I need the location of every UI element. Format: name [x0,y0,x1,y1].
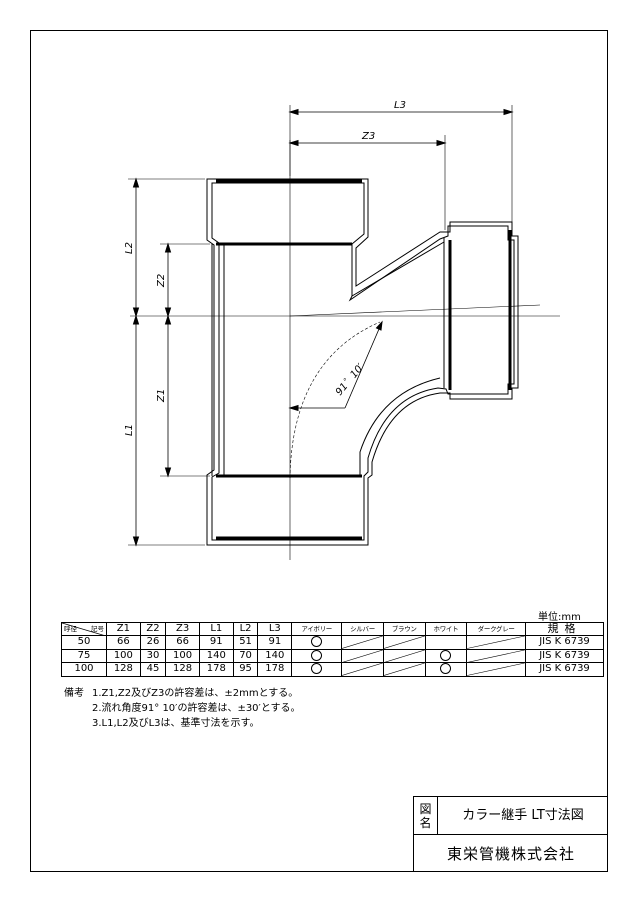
circle-mark [440,649,452,661]
note-item: 2.流れ角度91° 10′の許容差は、±30′とする。 [92,703,301,714]
size-cell: 100 [61,662,107,677]
slash-mark [467,650,525,663]
unavailable-slash-cell [341,662,384,677]
header-darkgray: ダークグレー [466,622,527,636]
z3-cell: 100 [165,648,200,663]
unavailable-slash-cell [341,635,384,650]
slash-mark [342,663,383,676]
l1-cell: 178 [198,662,234,677]
l3-cell: 140 [257,648,293,663]
availability-circle-cell [291,648,343,663]
header-standard: 規格 [525,622,604,636]
unavailable-slash-cell [466,635,527,650]
z3-cell: 128 [165,662,200,677]
corner-cell: 記号 呼径 [61,622,107,636]
availability-circle-cell [424,662,468,677]
size-cell: 50 [61,635,107,650]
unavailable-slash-cell [382,635,426,650]
slash-mark [342,636,383,649]
z2-cell: 26 [139,635,167,650]
l2-cell: 70 [232,648,259,663]
header-silver: シルバー [341,622,384,636]
notes: 備考 1.Z1,Z2及びZ3の許容差は、±2mmとする。 2.流れ角度91° 10… [64,686,301,731]
unavailable-slash-cell [382,648,426,663]
circle-mark [311,649,323,661]
dim-l1: L1 [124,424,135,436]
slash-mark [342,650,383,663]
unit-label: 単位:mm [538,612,581,623]
l3-cell: 91 [257,635,293,650]
spec-table: 記号 呼径 Z1 Z2 Z3 L1 L2 L3 アイボリー シルバー ブラウン … [61,622,604,677]
z3-cell: 66 [165,635,200,650]
l1-cell: 91 [198,635,234,650]
unavailable-slash-cell [466,648,527,663]
standard-cell: JIS K 6739 [525,648,604,663]
z2-cell: 30 [139,648,167,663]
header-z1: Z1 [106,622,141,636]
corner-bottom-label: 呼径 [64,625,77,633]
angle-arc [289,321,381,479]
circle-mark [311,636,323,647]
unavailable-slash-cell [466,662,527,677]
slash-mark [384,636,425,649]
header-l2: L2 [232,622,259,636]
title-block-label: 図名 [414,797,438,835]
slash-mark [384,663,425,676]
header-l3: L3 [257,622,293,636]
corner-top-label: 記号 [91,625,104,633]
unavailable-slash-cell [341,648,384,663]
notes-label: 備考 [64,688,84,699]
empty-cell [424,635,468,650]
l1-cell: 140 [198,648,234,663]
z1-cell: 66 [106,635,141,650]
slash-mark [384,650,425,663]
unavailable-slash-cell [382,662,426,677]
top-socket-inner [211,182,515,541]
l2-cell: 95 [232,662,259,677]
z1-cell: 128 [106,662,141,677]
top-socket-outer [206,178,519,546]
header-white: ホワイト [424,622,468,636]
standard-cell: JIS K 6739 [525,662,604,677]
slash-mark [467,663,525,676]
l3-cell: 178 [257,662,293,677]
note-item: 3.L1,L2及びL3は、基準寸法を示す。 [92,718,260,729]
availability-circle-cell [291,635,343,650]
size-cell: 75 [61,648,107,663]
circle-mark [440,663,452,674]
drawing-title: カラー継手 LT寸法図 [438,797,608,835]
header-z3: Z3 [165,622,200,636]
availability-circle-cell [424,648,468,663]
dim-z2: Z2 [156,274,167,288]
slash-mark [467,636,525,649]
z1-cell: 100 [106,648,141,663]
header-brown: ブラウン [382,622,426,636]
dim-z1: Z1 [156,389,167,403]
table-header-row: 記号 呼径 Z1 Z2 Z3 L1 L2 L3 アイボリー シルバー ブラウン … [61,622,604,636]
circle-mark [311,663,323,674]
drawing-frame [30,30,608,872]
availability-circle-cell [291,662,343,677]
title-block: 図名 カラー継手 LT寸法図 東栄管機株式会社 [413,796,608,872]
z2-cell: 45 [139,662,167,677]
dim-angle: 91゜10′ [333,361,367,398]
company-name: 東栄管機株式会社 [446,845,575,863]
dim-l3: L3 [394,100,406,111]
note-item: 1.Z1,Z2及びZ3の許容差は、±2mmとする。 [92,688,299,699]
standard-cell: JIS K 6739 [525,635,604,650]
header-z2: Z2 [139,622,167,636]
header-l1: L1 [198,622,234,636]
header-ivory: アイボリー [291,622,343,636]
l2-cell: 51 [232,635,259,650]
dim-l2: L2 [124,242,135,254]
dim-z3: Z3 [361,131,375,142]
